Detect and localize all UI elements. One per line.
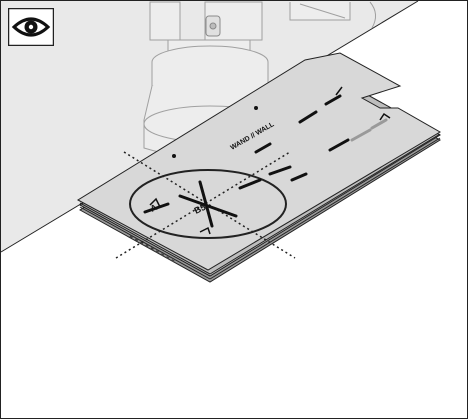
mark-dot (172, 154, 176, 158)
alignment-marks (143, 94, 350, 228)
mark-dot (254, 106, 258, 110)
arrow-marks (149, 86, 391, 235)
drill-knob (205, 15, 221, 37)
a-marking-text: A (149, 202, 160, 214)
eye-icon-box (7, 7, 55, 47)
board-top-surface (76, 52, 441, 271)
b5-marking-text: B5 (193, 202, 208, 216)
template-board (76, 52, 441, 283)
faint-marks (350, 118, 388, 142)
eye-icon (7, 7, 55, 47)
cutout-circle (129, 169, 287, 239)
